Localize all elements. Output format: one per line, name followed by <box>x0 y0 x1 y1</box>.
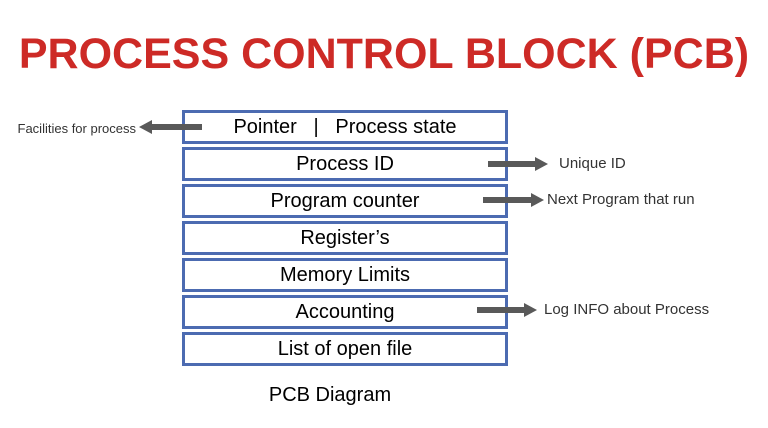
annotation-facilities: Facilities for process <box>17 121 136 136</box>
arrow-shaft <box>488 161 535 167</box>
pcb-row-program-counter: Program counter <box>182 184 508 218</box>
pcb-row-pointer-state: Pointer | Process state <box>182 110 508 144</box>
pcb-diagram-box: Pointer | Process state Process ID Progr… <box>182 110 508 366</box>
pcb-row-accounting: Accounting <box>182 295 508 329</box>
arrow-shaft <box>150 124 202 130</box>
arrow-head <box>535 157 548 171</box>
pcb-row-registers: Register’s <box>182 221 508 255</box>
annotation-unique-id: Unique ID <box>559 155 626 172</box>
arrow-shaft <box>477 307 524 313</box>
pcb-row-memory-limits: Memory Limits <box>182 258 508 292</box>
arrow-shaft <box>483 197 531 203</box>
arrow-head <box>524 303 537 317</box>
arrow-head <box>531 193 544 207</box>
annotation-next-program: Next Program that run <box>547 191 695 208</box>
arrow-head <box>139 120 152 134</box>
pcb-row-process-id: Process ID <box>182 147 508 181</box>
pcb-row-open-files: List of open file <box>182 332 508 366</box>
page-title: PROCESS CONTROL BLOCK (PCB) <box>18 30 750 78</box>
diagram-caption: PCB Diagram <box>268 384 392 406</box>
annotation-log-info: Log INFO about Process <box>544 301 710 318</box>
